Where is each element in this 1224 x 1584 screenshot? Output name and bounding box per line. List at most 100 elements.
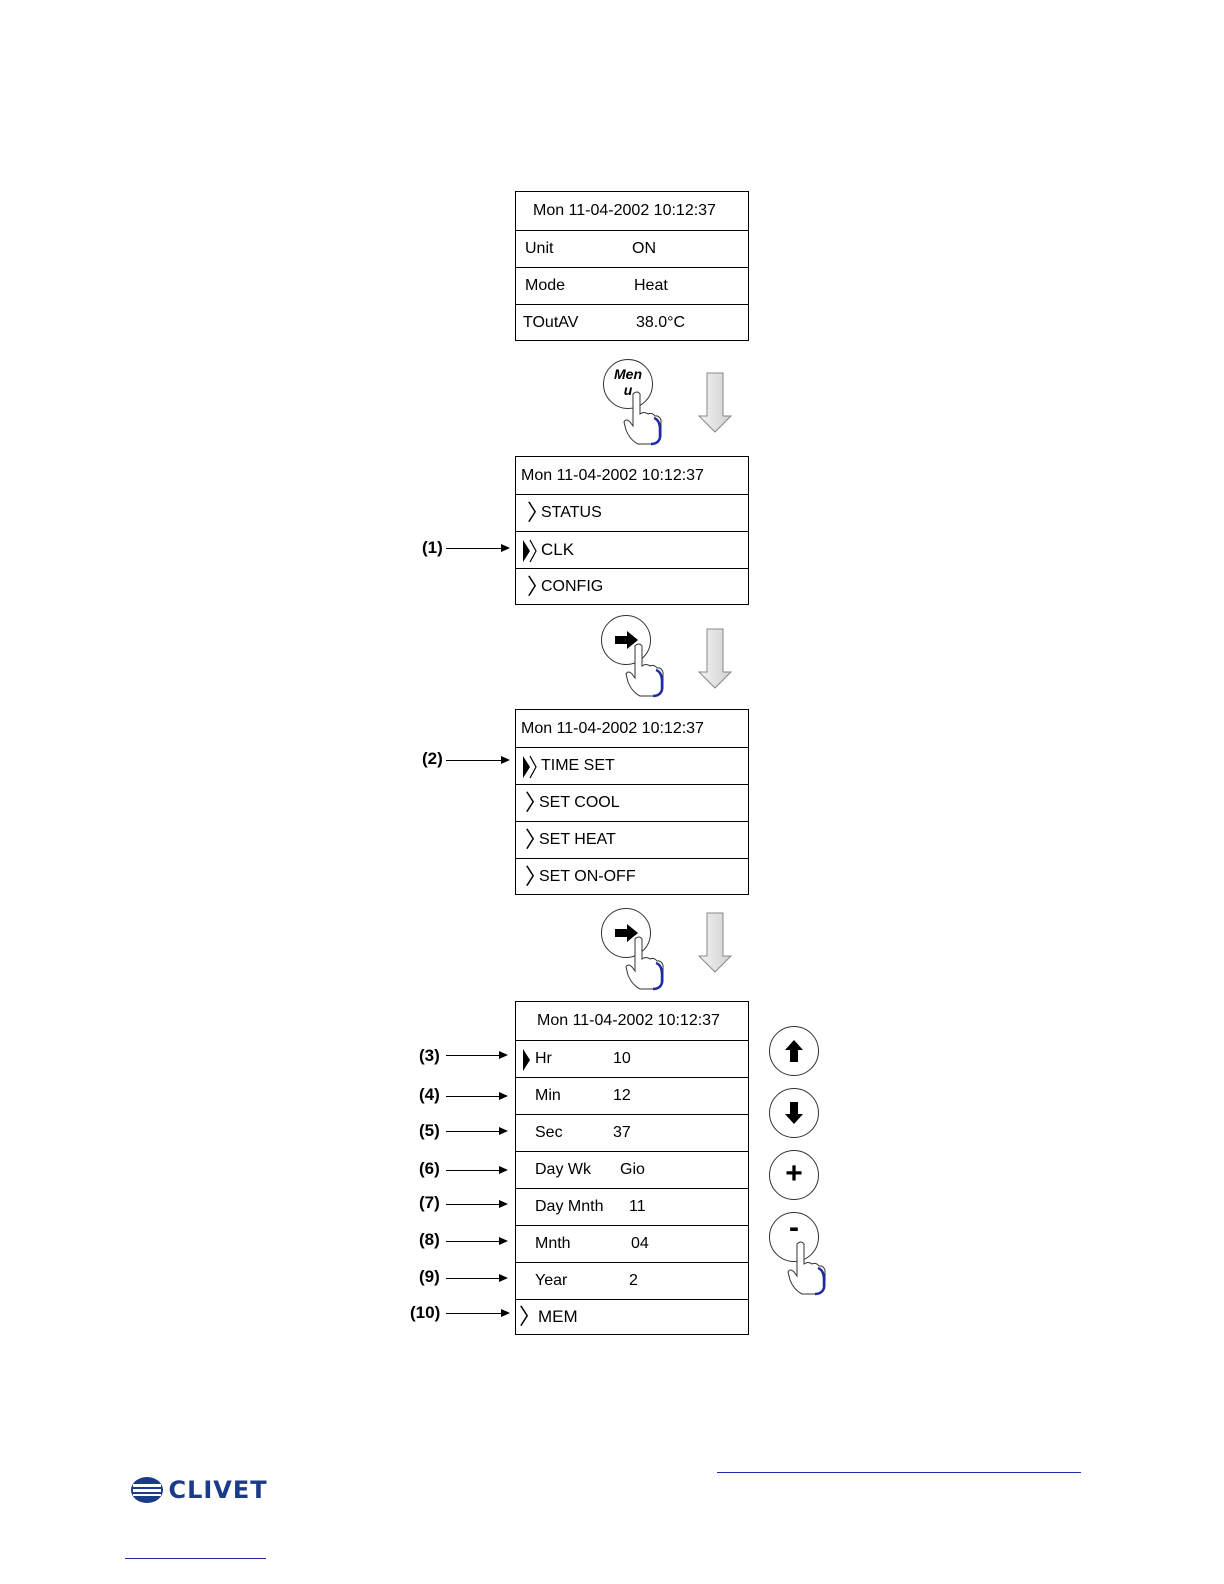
menu-item-label: CONFIG <box>541 577 604 595</box>
row-value: Heat <box>634 277 668 294</box>
screen-header: Mon 11-04-2002 10:12:37 <box>516 457 748 494</box>
field-row-day-wk[interactable]: Day Wk Gio <box>516 1151 748 1188</box>
row-value: ON <box>632 240 656 257</box>
menu-item-label: CLK <box>541 540 575 559</box>
callout-arrow <box>446 1166 508 1174</box>
menu-item-set-cool[interactable]: 〉 SET COOL <box>516 784 748 821</box>
field-value: 2 <box>629 1272 638 1289</box>
field-row-min[interactable]: Min 12 <box>516 1077 748 1114</box>
callout-arrow <box>446 1200 508 1208</box>
callout-arrow <box>446 756 510 764</box>
footer-rule-right <box>717 1472 1081 1473</box>
display-screen-time-set: Mon 11-04-2002 10:12:37 Hr 10 Min 12 Sec… <box>515 1001 749 1335</box>
screen-header: Mon 11-04-2002 10:12:37 <box>516 192 748 230</box>
minus-button-icon[interactable]: - <box>769 1211 819 1262</box>
date-time: Mon 11-04-2002 10:12:37 <box>521 466 704 484</box>
minus-label: - <box>789 1211 799 1244</box>
logo-text: CLIVET <box>168 1476 268 1504</box>
chevron-right-icon: 〉 <box>525 790 548 815</box>
callout-arrow <box>446 1309 510 1317</box>
field-label: Sec <box>535 1124 563 1141</box>
menu-item-mem[interactable]: 〉 MEM <box>516 1299 748 1334</box>
menu-label-line1: Men <box>614 366 642 382</box>
date-time: Mon 11-04-2002 10:12:37 <box>521 719 704 737</box>
plus-button-icon[interactable]: + <box>769 1150 819 1200</box>
row-value: 38.0°C <box>636 313 686 331</box>
callout-arrow <box>446 544 510 552</box>
screen-header: Mon 11-04-2002 10:12:37 <box>516 710 748 747</box>
row-label: TOutAV <box>523 313 579 331</box>
row-label: Unit <box>525 240 554 257</box>
plus-label: + <box>785 1157 803 1190</box>
menu-item-label: STATUS <box>541 504 602 521</box>
field-row-sec[interactable]: Sec 37 <box>516 1114 748 1151</box>
menu-item-label: MEM <box>538 1307 578 1326</box>
pointing-hand-icon <box>625 643 664 698</box>
menu-item-label: SET HEAT <box>539 831 616 848</box>
display-screen-clk-menu: Mon 11-04-2002 10:12:37 TIME SET 〉 SET C… <box>515 709 749 895</box>
row-label: Mode <box>525 277 566 294</box>
menu-item-set-on-off[interactable]: 〉 SET ON-OFF <box>516 858 748 894</box>
selected-pointer-icon <box>523 755 537 779</box>
callout-label: (6) <box>419 1159 440 1178</box>
field-value: 04 <box>631 1235 649 1252</box>
flow-down-arrow-icon <box>697 628 733 689</box>
callout-label: (10) <box>410 1303 441 1322</box>
flow-down-arrow-icon <box>697 912 733 973</box>
right-arrow-button-icon[interactable] <box>601 908 651 958</box>
selected-pointer-icon <box>523 539 537 563</box>
chevron-right-icon: 〉 <box>525 827 548 852</box>
callout-arrow <box>446 1127 508 1135</box>
field-value: 11 <box>629 1198 646 1215</box>
callout-label: (7) <box>419 1193 440 1212</box>
display-screen-menu: Mon 11-04-2002 10:12:37 〉 STATUS CLK 〉 C… <box>515 456 749 605</box>
callout-label: (4) <box>419 1085 440 1104</box>
menu-item-config[interactable]: 〉 CONFIG <box>516 568 748 604</box>
callout-label: (1) <box>422 538 443 557</box>
field-value: 10 <box>613 1050 631 1067</box>
pointing-hand-icon <box>623 391 662 446</box>
chevron-right-icon: 〉 <box>527 573 550 599</box>
menu-button-icon[interactable]: Men u <box>603 359 653 409</box>
field-label: Year <box>535 1272 568 1289</box>
callout-label: (8) <box>419 1230 440 1249</box>
menu-item-label: TIME SET <box>541 757 615 774</box>
menu-item-time-set[interactable]: TIME SET <box>516 747 748 784</box>
field-row-year[interactable]: Year 2 <box>516 1262 748 1299</box>
up-arrow-button-icon[interactable] <box>769 1026 819 1076</box>
pointing-hand-icon <box>625 936 664 991</box>
menu-item-clk[interactable]: CLK <box>516 531 748 568</box>
footer-rule-left <box>125 1558 266 1559</box>
chevron-right-icon: 〉 <box>525 863 548 889</box>
callout-label: (3) <box>419 1046 440 1065</box>
logo-mark-icon <box>131 1477 163 1503</box>
selected-pointer-icon <box>523 1049 530 1071</box>
menu-item-set-heat[interactable]: 〉 SET HEAT <box>516 821 748 858</box>
field-value: 37 <box>613 1124 631 1141</box>
callout-label: (5) <box>419 1121 440 1140</box>
menu-item-status[interactable]: 〉 STATUS <box>516 494 748 531</box>
field-value: 12 <box>613 1087 631 1104</box>
callout-arrow <box>446 1051 508 1059</box>
menu-label-line2: u <box>623 382 633 398</box>
field-row-day-mnth[interactable]: Day Mnth 11 <box>516 1188 748 1225</box>
down-arrow-button-icon[interactable] <box>769 1088 819 1138</box>
menu-item-label: SET COOL <box>539 794 620 811</box>
status-row-toutav: TOutAV 38.0°C <box>516 304 748 340</box>
callout-arrow <box>446 1274 508 1282</box>
field-row-hr[interactable]: Hr 10 <box>516 1040 748 1077</box>
clivet-logo: CLIVET <box>130 1475 268 1505</box>
flow-down-arrow-icon <box>697 372 733 433</box>
right-arrow-button-icon[interactable] <box>601 615 651 665</box>
chevron-right-icon: 〉 <box>519 1304 542 1329</box>
date-time: Mon 11-04-2002 10:12:37 <box>533 202 716 219</box>
field-label: Day Wk <box>535 1161 591 1178</box>
callout-arrow <box>446 1092 508 1100</box>
screen-header: Mon 11-04-2002 10:12:37 <box>516 1002 748 1040</box>
field-label: Hr <box>535 1050 552 1067</box>
status-row-mode: Mode Heat <box>516 267 748 304</box>
callout-arrow <box>446 1237 508 1245</box>
field-label: Mnth <box>535 1235 571 1252</box>
field-row-mnth[interactable]: Mnth 04 <box>516 1225 748 1262</box>
field-label: Min <box>535 1087 561 1104</box>
